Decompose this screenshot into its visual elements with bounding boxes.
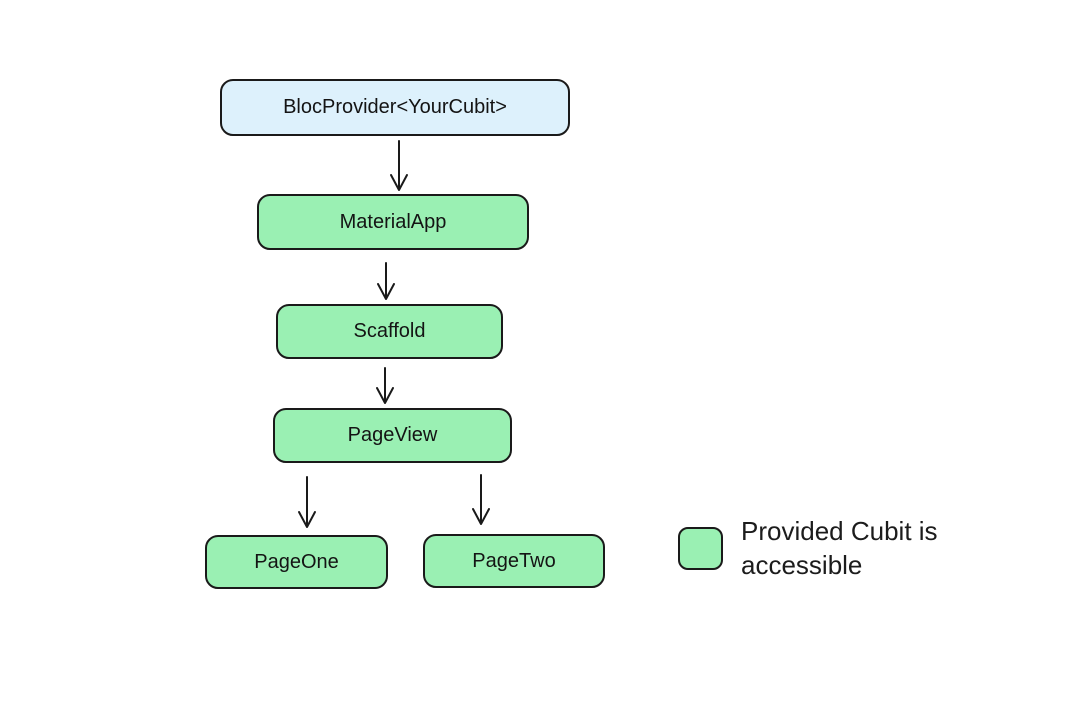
arrow-pageview-to-pagetwo [472,474,490,525]
arrow-scaffold-to-pageview [376,367,394,404]
node-pageview: PageView [273,408,512,463]
node-scaffold-label: Scaffold [353,320,426,342]
node-pageone-label: PageOne [254,550,339,573]
node-blocprovider-label: BlocProvider<YourCubit> [283,96,507,118]
node-scaffold: Scaffold [276,304,503,359]
arrow-materialapp-to-scaffold [377,262,395,300]
legend-label: Provided Cubit is accessible [741,516,938,580]
legend-swatch [678,527,723,570]
node-pageone: PageOne [205,535,388,589]
node-materialapp-label: MaterialApp [339,210,447,233]
legend: Provided Cubit is accessible [678,514,986,582]
arrow-blocprovider-to-materialapp [390,140,408,191]
node-materialapp: MaterialApp [257,194,529,250]
node-pagetwo-label: PageTwo [472,549,556,572]
arrow-pageview-to-pageone [298,476,316,528]
node-pageview-label: PageView [347,424,438,446]
node-pagetwo: PageTwo [423,534,605,588]
node-blocprovider: BlocProvider<YourCubit> [220,79,570,136]
